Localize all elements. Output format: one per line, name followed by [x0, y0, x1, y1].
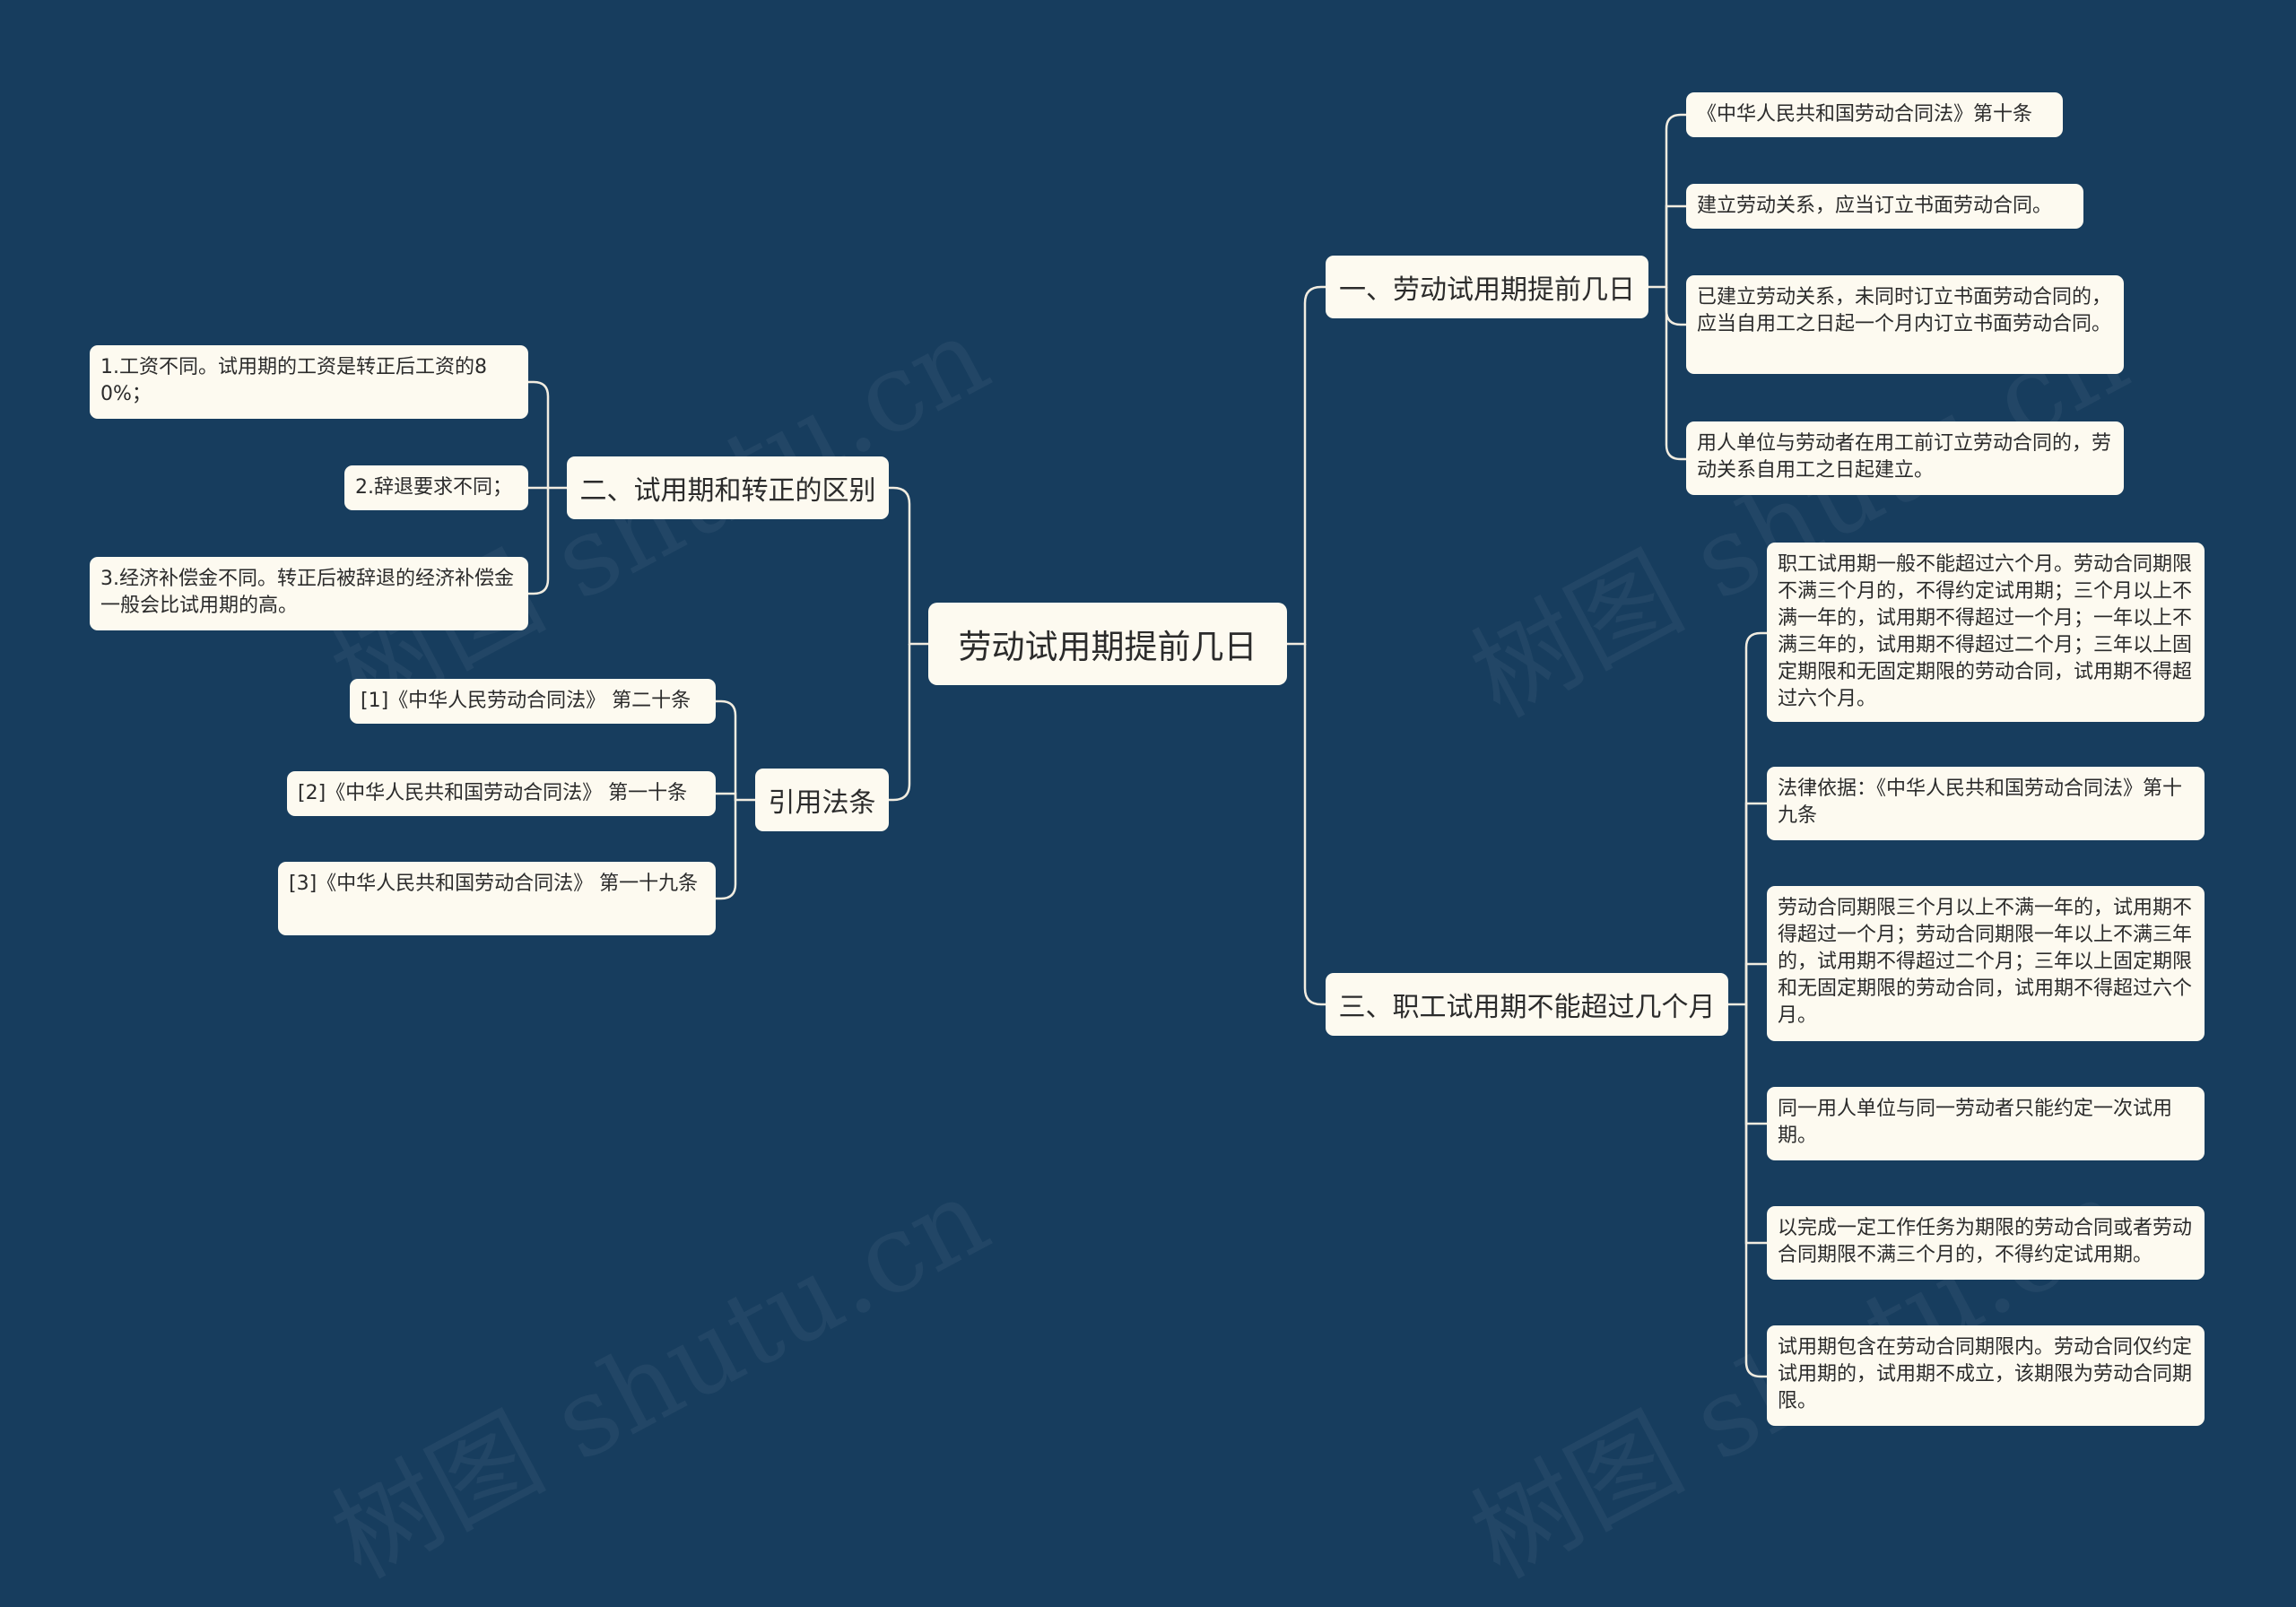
leaf-node[interactable]: 用人单位与劳动者在用工前订立劳动合同的，劳动关系自用工之日起建立。 [1686, 421, 2124, 495]
branch-node-1[interactable]: 一、劳动试用期提前几日 [1326, 256, 1648, 318]
leaf-node[interactable]: 法律依据：《中华人民共和国劳动合同法》第十九条 [1767, 767, 2205, 840]
leaf-node[interactable]: 职工试用期一般不能超过六个月。劳动合同期限不满三个月的，不得约定试用期；三个月以… [1767, 543, 2205, 722]
leaf-node[interactable]: [2]《中华人民共和国劳动合同法》 第一十条 [287, 771, 716, 816]
leaf-node[interactable]: 劳动合同期限三个月以上不满一年的，试用期不得超过一个月；劳动合同期限一年以上不满… [1767, 886, 2205, 1041]
branch-node-2[interactable]: 二、试用期和转正的区别 [567, 456, 889, 519]
leaf-node[interactable]: 3.经济补偿金不同。转正后被辞退的经济补偿金一般会比试用期的高。 [90, 557, 528, 630]
leaf-node[interactable]: 《中华人民共和国劳动合同法》第十条 [1686, 92, 2063, 137]
leaf-node[interactable]: 已建立劳动关系，未同时订立书面劳动合同的，应当自用工之日起一个月内订立书面劳动合… [1686, 275, 2124, 374]
leaf-node[interactable]: [1]《中华人民劳动合同法》 第二十条 [350, 679, 716, 724]
leaf-node[interactable]: 试用期包含在劳动合同期限内。劳动合同仅约定试用期的，试用期不成立，该期限为劳动合… [1767, 1325, 2205, 1426]
leaf-node[interactable]: 1.工资不同。试用期的工资是转正后工资的80%； [90, 345, 528, 419]
branch-node-3[interactable]: 三、职工试用期不能超过几个月 [1326, 973, 1728, 1036]
branch-node-4[interactable]: 引用法条 [755, 769, 889, 831]
root-node[interactable]: 劳动试用期提前几日 [928, 603, 1287, 685]
leaf-node[interactable]: [3]《中华人民共和国劳动合同法》 第一十九条 [278, 862, 716, 935]
leaf-node[interactable]: 同一用人单位与同一劳动者只能约定一次试用期。 [1767, 1087, 2205, 1160]
leaf-node[interactable]: 建立劳动关系，应当订立书面劳动合同。 [1686, 184, 2083, 229]
leaf-node[interactable]: 2.辞退要求不同； [344, 465, 528, 510]
leaf-node[interactable]: 以完成一定工作任务为期限的劳动合同或者劳动合同期限不满三个月的，不得约定试用期。 [1767, 1206, 2205, 1280]
connector-lines [528, 113, 1767, 1378]
